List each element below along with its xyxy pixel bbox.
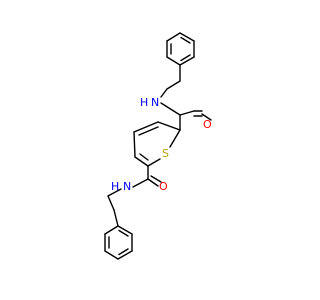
bond-double-inner <box>118 248 129 256</box>
atom-label-nitrogen: N <box>123 180 131 193</box>
molecule-canvas: N H O S O N H <box>104 32 212 260</box>
bond <box>150 175 162 183</box>
atom-label-nitrogen: N <box>151 96 159 109</box>
bond <box>134 156 149 167</box>
bond-double-inner <box>139 153 149 161</box>
bond <box>179 32 195 42</box>
atom-label-oxygen: O <box>203 118 212 131</box>
bond <box>166 80 181 90</box>
atom-label-sulfur: S <box>162 147 169 160</box>
bond <box>113 209 119 227</box>
bond <box>132 178 149 188</box>
atom-label-hydrogen: H <box>140 96 148 109</box>
bond <box>117 225 133 235</box>
bond <box>107 188 122 197</box>
bond-double-inner <box>118 229 129 237</box>
bond <box>166 32 181 42</box>
bond-double-inner <box>180 36 191 44</box>
atom-label-oxygen: O <box>159 180 168 193</box>
molecule-structure: N H O S O N H <box>104 32 212 260</box>
thiophene-ring <box>133 121 181 167</box>
bond <box>157 121 181 131</box>
bond <box>166 56 181 66</box>
bond <box>133 121 159 133</box>
bond <box>107 195 115 211</box>
bond <box>160 102 181 116</box>
bond <box>179 56 195 66</box>
phenyl-ring-bottom <box>104 225 133 260</box>
bond <box>104 225 119 235</box>
atom-label-hydrogen: H <box>111 180 119 193</box>
phenyl-ring-top <box>166 32 195 66</box>
bond <box>117 250 133 260</box>
bond <box>169 129 181 148</box>
bond <box>147 178 159 187</box>
bond <box>160 88 168 98</box>
bond <box>133 131 136 158</box>
bond <box>179 110 195 116</box>
bond <box>147 158 161 167</box>
bond <box>201 113 212 121</box>
bond-double-inner <box>180 54 191 62</box>
bond <box>104 250 119 260</box>
bond-double-inner <box>138 126 159 136</box>
